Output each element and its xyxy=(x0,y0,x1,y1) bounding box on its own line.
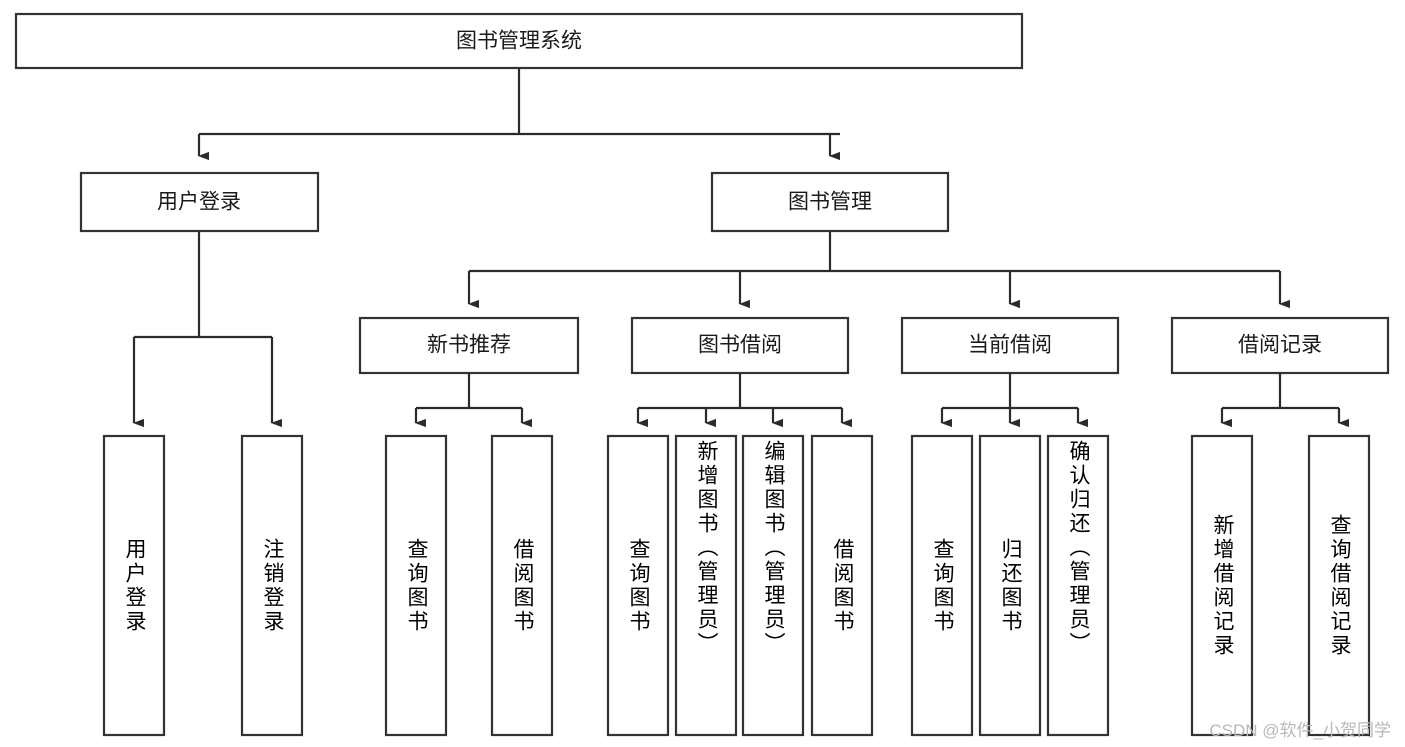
leaf-user-login-label: 用户登录 xyxy=(123,537,146,634)
node-root[interactable]: 图书管理系统 xyxy=(14,12,1024,70)
edges-layer xyxy=(132,68,1349,428)
node-root-label: 图书管理系统 xyxy=(456,30,582,53)
node-current-borrow[interactable]: 当前借阅 xyxy=(900,316,1120,375)
node-current-borrow-label: 当前借阅 xyxy=(968,334,1052,357)
leaf-edit-book-label: 编辑图书（管理员） xyxy=(762,440,785,656)
node-book-management-label: 图书管理 xyxy=(788,191,872,214)
leaf-query-books-1-label: 查询图书 xyxy=(405,537,428,634)
leaf-query-record-text-wrap: 查询借阅记录 xyxy=(1328,513,1351,658)
leaf-query-books-2-text-wrap: 查询图书 xyxy=(627,537,650,634)
leaf-query-books-1[interactable]: 查询图书 xyxy=(384,434,448,737)
leaf-add-record-box[interactable] xyxy=(1190,434,1254,737)
node-book-management[interactable]: 图书管理 xyxy=(710,171,950,233)
leaf-return-book[interactable]: 归还图书 xyxy=(978,434,1042,737)
node-book-borrow-box[interactable] xyxy=(630,316,850,375)
leaf-add-book-text-wrap: 新增图书（管理员） xyxy=(695,440,718,656)
node-root-box[interactable] xyxy=(14,12,1024,70)
leaf-query-books-2[interactable]: 查询图书 xyxy=(606,434,670,737)
node-book-borrow[interactable]: 图书借阅 xyxy=(630,316,850,375)
leaf-logout-login-label: 注销登录 xyxy=(261,537,284,634)
node-new-book-recommend[interactable]: 新书推荐 xyxy=(358,316,580,375)
leaf-logout-login-box[interactable] xyxy=(240,434,304,737)
leaf-edit-book-box[interactable] xyxy=(741,434,805,737)
node-current-borrow-box[interactable] xyxy=(900,316,1120,375)
leaf-query-books-3-text-wrap: 查询图书 xyxy=(931,537,954,634)
leaf-confirm-return-label: 确认归还（管理员） xyxy=(1067,440,1090,656)
leaf-user-login-text-wrap: 用户登录 xyxy=(123,537,146,634)
leaf-add-record-text-wrap: 新增借阅记录 xyxy=(1211,513,1234,658)
leaf-query-books-3-box[interactable] xyxy=(910,434,974,737)
leaf-borrow-books-2-box[interactable] xyxy=(810,434,874,737)
leaf-borrow-books-1-text-wrap: 借阅图书 xyxy=(511,537,534,634)
leaf-user-login[interactable]: 用户登录 xyxy=(102,434,166,737)
leaf-query-books-1-box[interactable] xyxy=(384,434,448,737)
leaf-user-login-box[interactable] xyxy=(102,434,166,737)
leaf-confirm-return[interactable]: 确认归还（管理员） xyxy=(1046,434,1110,737)
leaf-logout-login-text-wrap: 注销登录 xyxy=(261,537,284,634)
leaf-query-books-1-text-wrap: 查询图书 xyxy=(405,537,428,634)
node-book-management-box[interactable] xyxy=(710,171,950,233)
leaf-borrow-books-1-label: 借阅图书 xyxy=(511,537,534,634)
leaf-query-books-2-box[interactable] xyxy=(606,434,670,737)
leaf-borrow-books-1[interactable]: 借阅图书 xyxy=(490,434,554,737)
leaf-borrow-books-2-text-wrap: 借阅图书 xyxy=(831,537,854,634)
leaf-add-record[interactable]: 新增借阅记录 xyxy=(1190,434,1254,737)
leaf-logout-login[interactable]: 注销登录 xyxy=(240,434,304,737)
leaf-return-book-text-wrap: 归还图书 xyxy=(999,537,1022,634)
node-user-login[interactable]: 用户登录 xyxy=(79,171,320,233)
node-user-login-box[interactable] xyxy=(79,171,320,233)
node-borrow-record[interactable]: 借阅记录 xyxy=(1170,316,1390,375)
leaf-query-record[interactable]: 查询借阅记录 xyxy=(1307,434,1371,737)
leaf-query-books-3[interactable]: 查询图书 xyxy=(910,434,974,737)
leaf-confirm-return-box[interactable] xyxy=(1046,434,1110,737)
leaf-add-book-box[interactable] xyxy=(674,434,738,737)
node-borrow-record-box[interactable] xyxy=(1170,316,1390,375)
leaf-edit-book-text-wrap: 编辑图书（管理员） xyxy=(762,440,785,656)
leaf-edit-book[interactable]: 编辑图书（管理员） xyxy=(741,434,805,737)
leaf-confirm-return-text-wrap: 确认归还（管理员） xyxy=(1067,440,1090,656)
leaf-borrow-books-1-box[interactable] xyxy=(490,434,554,737)
leaf-add-book[interactable]: 新增图书（管理员） xyxy=(674,434,738,737)
leaf-query-books-3-label: 查询图书 xyxy=(931,537,954,634)
leaf-borrow-books-2[interactable]: 借阅图书 xyxy=(810,434,874,737)
nodes-layer: 图书管理系统 用户登录 图书管理 新书推荐 图书借阅 xyxy=(14,12,1390,737)
leaf-borrow-books-2-label: 借阅图书 xyxy=(831,537,854,634)
leaf-query-books-2-label: 查询图书 xyxy=(627,537,650,634)
node-borrow-record-label: 借阅记录 xyxy=(1238,334,1322,357)
leaf-add-book-label: 新增图书（管理员） xyxy=(695,440,718,656)
node-user-login-label: 用户登录 xyxy=(157,191,241,214)
leaf-query-record-box[interactable] xyxy=(1307,434,1371,737)
node-book-borrow-label: 图书借阅 xyxy=(698,334,782,357)
node-new-book-recommend-box[interactable] xyxy=(358,316,580,375)
node-new-book-recommend-label: 新书推荐 xyxy=(427,334,511,357)
leaf-return-book-label: 归还图书 xyxy=(999,537,1022,634)
leaf-query-record-label: 查询借阅记录 xyxy=(1328,513,1351,658)
leaf-return-book-box[interactable] xyxy=(978,434,1042,737)
leaf-add-record-label: 新增借阅记录 xyxy=(1211,513,1234,658)
